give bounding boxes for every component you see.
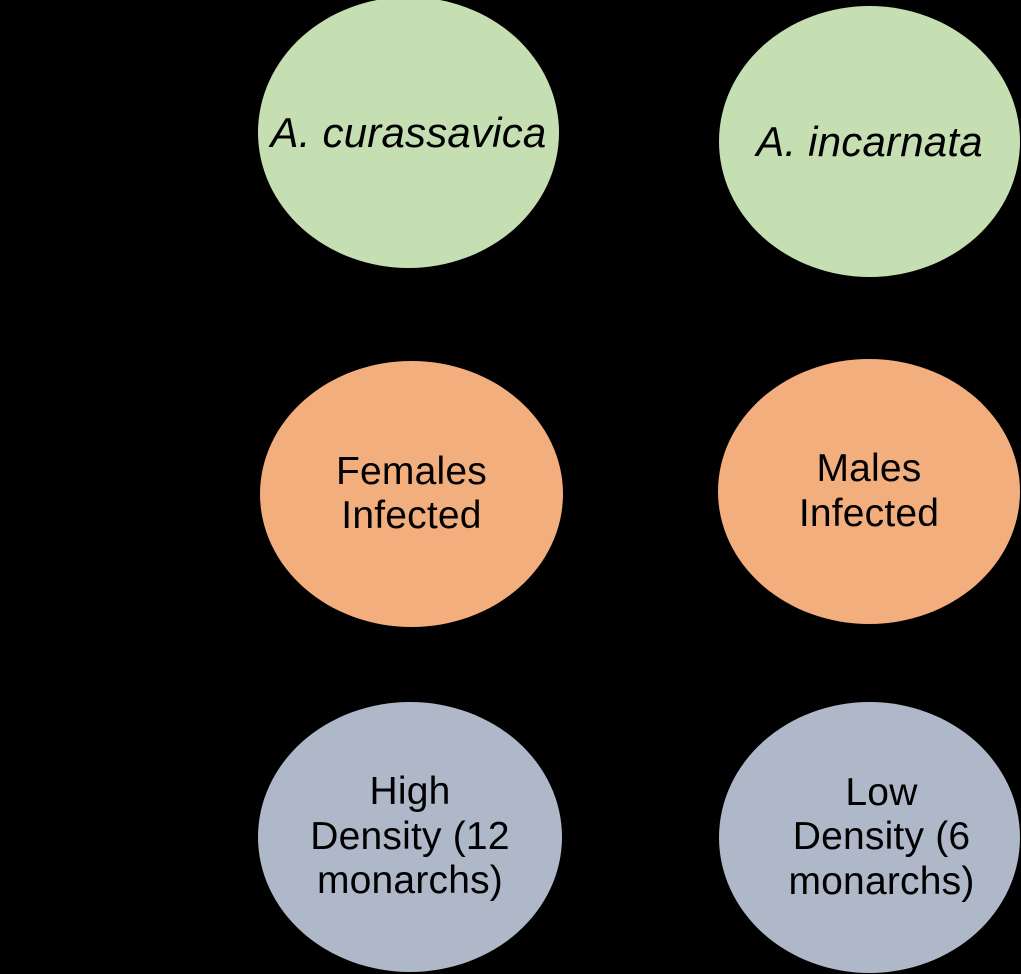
label-line: monarchs) <box>788 859 975 903</box>
label-line: monarchs) <box>316 859 503 903</box>
node-label-males-infected: Males Infected <box>799 447 939 536</box>
node-label-low-density: Low Density (6 monarchs) <box>764 771 974 904</box>
label-line: Density (12 <box>310 814 510 858</box>
node-label-females-infected: Females Infected <box>336 450 487 539</box>
label-line: Density (6 <box>792 815 971 859</box>
label-line: Infected <box>341 494 482 537</box>
node-females-infected: Females Infected <box>260 361 563 627</box>
label-line: High <box>369 770 451 814</box>
label-line: Females <box>336 449 487 493</box>
node-label-a-incarnata: A. incarnata <box>756 118 983 166</box>
node-label-a-curassavica: A. curassavica <box>271 109 547 157</box>
label-line: A. incarnata <box>756 117 983 165</box>
node-label-high-density: High Density (12 monarchs) <box>310 770 509 903</box>
node-low-density: Low Density (6 monarchs) <box>719 702 1020 973</box>
label-line: A. curassavica <box>270 108 547 156</box>
label-line: Males <box>816 447 922 491</box>
node-high-density: High Density (12 monarchs) <box>258 702 562 972</box>
node-males-infected: Males Infected <box>718 359 1020 624</box>
node-species-a-incarnata: A. incarnata <box>719 6 1020 277</box>
node-species-a-curassavica: A. curassavica <box>258 0 559 268</box>
label-line: Infected <box>798 491 940 535</box>
label-line: Low <box>845 770 918 814</box>
